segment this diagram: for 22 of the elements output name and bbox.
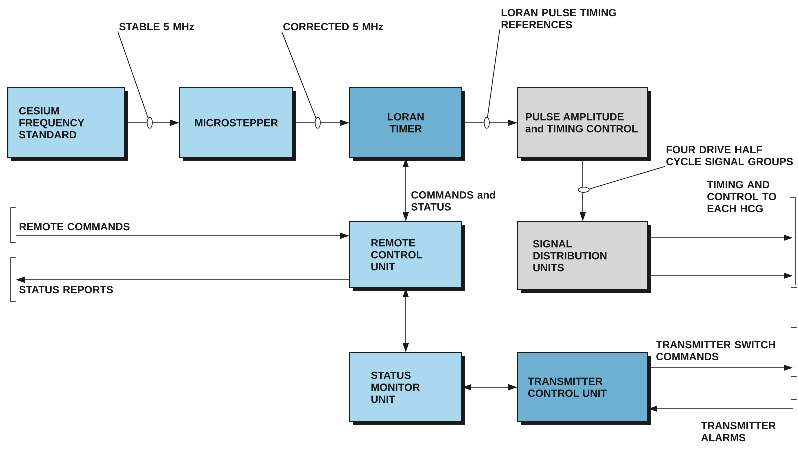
block-box: SIGNAL DISTRIBUTION UNITS <box>518 222 651 293</box>
signal-label: FOUR DRIVE HALF CYCLE SIGNAL GROUPS <box>666 146 794 166</box>
block-box: CESIUM FREQUENCY STANDARD <box>8 88 128 161</box>
block-box: PULSE AMPLITUDE and TIMING CONTROL <box>518 88 651 161</box>
leader-line <box>578 166 666 193</box>
block-box: TRANSMITTER CONTROL UNIT <box>518 352 651 425</box>
leader-line <box>484 29 500 129</box>
block-box: MICROSTEPPER <box>180 88 296 161</box>
signal-label: LORAN PULSE TIMING REFERENCES <box>502 9 616 29</box>
edge-label: REMOTE COMMANDS <box>20 223 130 231</box>
block-box: STATUS MONITOR UNIT <box>350 352 465 425</box>
signal-label: STABLE 5 MHz <box>120 23 194 31</box>
block-box: LORAN TIMER <box>350 88 465 161</box>
edge-label: TRANSMITTER ALARMS <box>701 422 776 442</box>
signal-label: CORRECTED 5 MHz <box>284 23 384 31</box>
edge-label: TRANSMITTER SWITCH COMMANDS <box>656 341 776 361</box>
leader-line <box>282 31 321 129</box>
block-box: REMOTE CONTROL UNIT <box>350 222 465 291</box>
signal-label: TIMING AND CONTROL TO EACH HCG <box>707 181 776 213</box>
edge-label: STATUS REPORTS <box>20 286 114 294</box>
leader-line <box>118 31 153 129</box>
edge-label: COMMANDS and STATUS <box>412 191 496 211</box>
